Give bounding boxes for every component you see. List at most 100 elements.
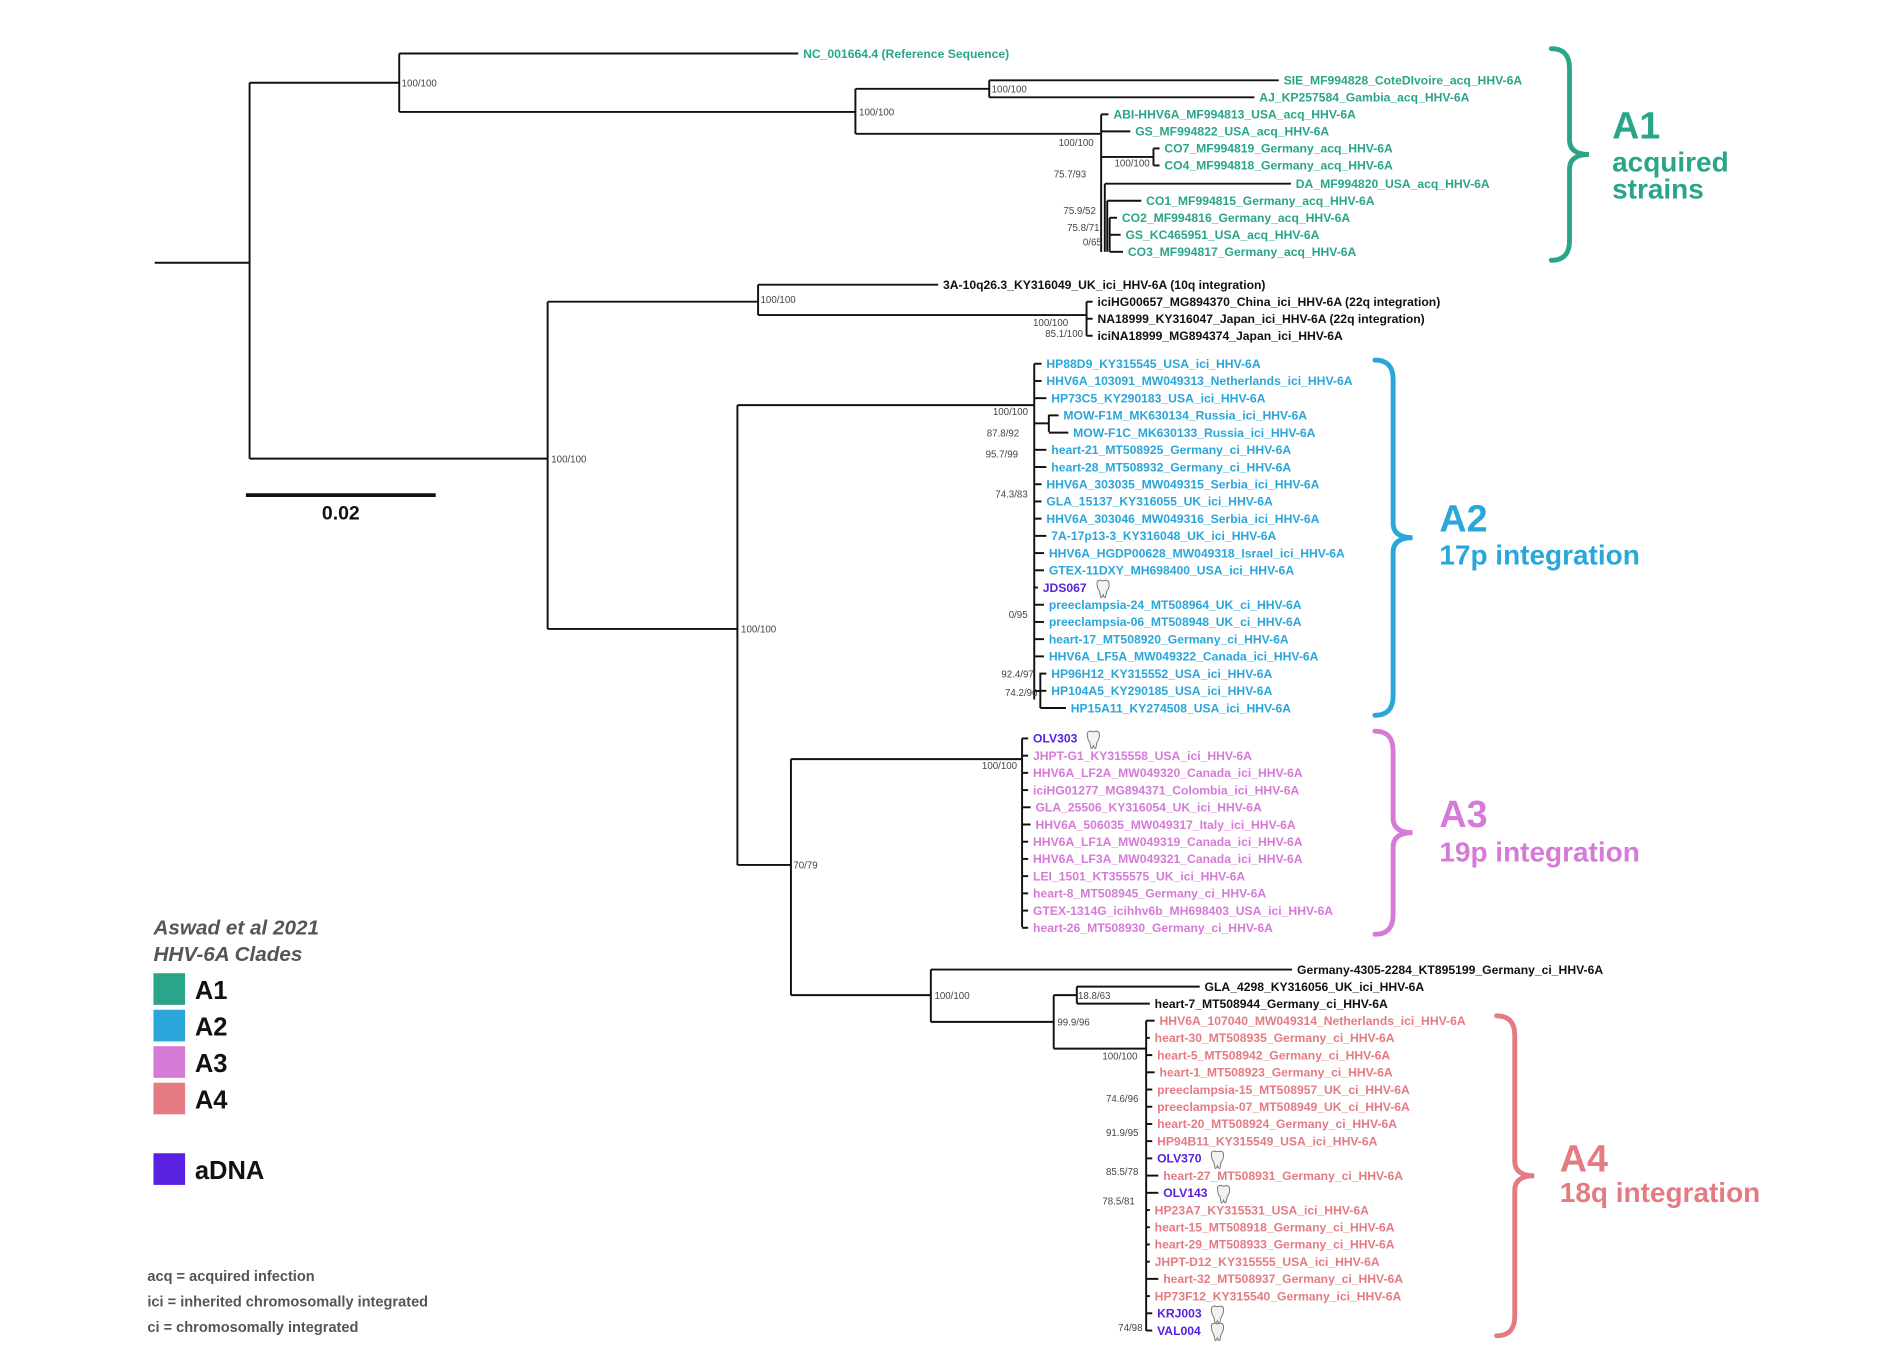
support-value: 100/100 [761, 295, 797, 306]
clade-brace [1372, 357, 1413, 718]
leaf-label: HHV6A_LF2A_MW049320_Canada_ici_HHV-6A [1033, 766, 1303, 780]
support-value: 100/100 [993, 407, 1029, 418]
leaf-label: HHV6A_303035_MW049315_Serbia_ici_HHV-6A [1046, 477, 1319, 491]
scale-bar-label: 0.02 [322, 502, 360, 524]
leaf-label: GS_KC465951_USA_acq_HHV-6A [1125, 228, 1319, 242]
legend-label: A1 [195, 977, 228, 1005]
leaf-label: heart-28_MT508932_Germany_ci_HHV-6A [1051, 460, 1291, 474]
leaf-label: ABI-HHV6A_MF994813_USA_acq_HHV-6A [1113, 108, 1356, 122]
support-value: 0/65 [1083, 238, 1102, 249]
support-value: 74/98 [1118, 1323, 1142, 1334]
leaf-label: preeclampsia-06_MT508948_UK_ci_HHV-6A [1049, 615, 1302, 629]
leaf-label: GTEX-1314G_icihhv6b_MH698403_USA_ici_HHV… [1033, 904, 1333, 918]
leaf-label: HP73F12_KY315540_Germany_ici_HHV-6A [1155, 1289, 1402, 1303]
leaf-label: HP96H12_KY315552_USA_ici_HHV-6A [1051, 667, 1272, 681]
clade-description: strains [1612, 173, 1704, 204]
support-value: 75.7/93 [1054, 170, 1086, 181]
support-value: 99.9/96 [1057, 1018, 1089, 1029]
support-value: 100/100 [1033, 318, 1069, 329]
clade-description: 17p integration [1439, 539, 1639, 570]
clade-description: acquired [1612, 147, 1729, 178]
leaf-label: NA18999_KY316047_Japan_ici_HHV-6A (22q i… [1097, 312, 1424, 326]
adna-leaf-label: VAL004 [1157, 1324, 1201, 1338]
support-value: 92.4/97 [1001, 670, 1033, 681]
leaf-label: heart-5_MT508942_Germany_ci_HHV-6A [1157, 1048, 1390, 1062]
leaf-label: CO7_MF994819_Germany_acq_HHV-6A [1164, 142, 1393, 156]
leaf-label: HP88D9_KY315545_USA_ici_HHV-6A [1046, 357, 1260, 371]
support-value: 100/100 [402, 78, 438, 89]
leaf-label: HP15A11_KY274508_USA_ici_HHV-6A [1071, 701, 1292, 715]
support-value: 100/100 [741, 625, 777, 636]
legend-note: acq = acquired infection [147, 1269, 314, 1285]
support-value: 18.8/63 [1078, 991, 1110, 1002]
leaf-label: heart-30_MT508935_Germany_ci_HHV-6A [1155, 1031, 1395, 1045]
adna-leaf-label: KRJ003 [1157, 1307, 1202, 1321]
legend-title: Aswad et al 2021 [152, 916, 318, 939]
support-value: 100/100 [1115, 159, 1151, 170]
leaf-label: JHPT-G1_KY315558_USA_ici_HHV-6A [1033, 749, 1252, 763]
leaf-label: GLA_4298_KY316056_UK_ici_HHV-6A [1205, 980, 1425, 994]
adna-leaf-label: JDS067 [1043, 581, 1087, 595]
leaf-label: NC_001664.4 (Reference Sequence) [803, 47, 1009, 61]
leaf-label: HP73C5_KY290183_USA_ici_HHV-6A [1051, 391, 1265, 405]
support-value: 0/95 [1009, 610, 1028, 621]
leaf-label: heart-21_MT508925_Germany_ci_HHV-6A [1051, 443, 1291, 457]
legend-swatch [153, 1082, 186, 1115]
support-value: 78.5/81 [1102, 1196, 1134, 1207]
clade-name: A3 [1439, 793, 1487, 835]
leaf-label: HP94B11_KY315549_USA_ici_HHV-6A [1157, 1134, 1378, 1148]
leaf-label: 3A-10q26.3_KY316049_UK_ici_HHV-6A (10q i… [943, 278, 1266, 292]
clade-description: 19p integration [1439, 836, 1639, 867]
support-value: 75.8/71 [1067, 223, 1099, 234]
support-value: 100/100 [859, 108, 895, 119]
legend-note: ci = chromosomally integrated [147, 1320, 358, 1336]
leaf-label: HP104A5_KY290185_USA_ici_HHV-6A [1051, 684, 1272, 698]
support-value: 75.9/52 [1063, 206, 1095, 217]
leaf-label: heart-27_MT508931_Germany_ci_HHV-6A [1163, 1169, 1403, 1183]
leaf-label: DA_MF994820_USA_acq_HHV-6A [1296, 177, 1490, 191]
leaf-label: heart-1_MT508923_Germany_ci_HHV-6A [1160, 1066, 1393, 1080]
support-value: 85.5/78 [1106, 1167, 1138, 1178]
legend: Aswad et al 2021 HHV-6A Clades A1A2A3A4a… [147, 916, 428, 1336]
clade-brace [1548, 46, 1590, 263]
support-value: 100/100 [1059, 138, 1095, 149]
leaf-label: JHPT-D12_KY315555_USA_ici_HHV-6A [1155, 1255, 1380, 1269]
support-value: 100/100 [934, 991, 970, 1002]
clade-name: A2 [1439, 498, 1487, 540]
support-value: 100/100 [992, 84, 1028, 95]
leaf-label: SIE_MF994828_CoteDIvoire_acq_HHV-6A [1284, 74, 1523, 88]
leaf-label: preeclampsia-07_MT508949_UK_ci_HHV-6A [1157, 1100, 1410, 1114]
leaf-label: HHV6A_107040_MW049314_Netherlands_ici_HH… [1160, 1014, 1466, 1028]
leaf-label: iciHG00657_MG894370_China_ici_HHV-6A (22… [1097, 295, 1440, 309]
support-value: 70/79 [793, 861, 817, 872]
clade-brace [1494, 1013, 1535, 1339]
leaf-label: 7A-17p13-3_KY316048_UK_ici_HHV-6A [1051, 529, 1276, 543]
leaf-label: CO4_MF994818_Germany_acq_HHV-6A [1164, 159, 1393, 173]
adna-leaf-label: OLV143 [1163, 1186, 1208, 1200]
leaf-label: HHV6A_HGDP00628_MW049318_Israel_ici_HHV-… [1049, 546, 1345, 560]
leaf-label: HP23A7_KY315531_USA_ici_HHV-6A [1155, 1203, 1369, 1217]
tooth-icon [1210, 1305, 1225, 1324]
leaf-label: CO1_MF994815_Germany_acq_HHV-6A [1146, 194, 1375, 208]
leaf-label: heart-15_MT508918_Germany_ci_HHV-6A [1155, 1220, 1395, 1234]
leaf-label: heart-20_MT508924_Germany_ci_HHV-6A [1157, 1117, 1397, 1131]
support-value: 100/100 [551, 454, 587, 465]
leaf-label: preeclampsia-24_MT508964_UK_ci_HHV-6A [1049, 598, 1302, 612]
leaf-label: heart-7_MT508944_Germany_ci_HHV-6A [1155, 997, 1388, 1011]
legend-label: aDNA [195, 1157, 265, 1185]
support-value: 87.8/92 [987, 429, 1019, 440]
legend-swatch [153, 1046, 186, 1078]
leaf-label: preeclampsia-15_MT508957_UK_ci_HHV-6A [1157, 1083, 1410, 1097]
leaf-label: HHV6A_LF1A_MW049319_Canada_ici_HHV-6A [1033, 835, 1303, 849]
tooth-icon [1210, 1150, 1225, 1169]
tooth-icon [1096, 579, 1110, 599]
support-value: 95.7/99 [986, 449, 1018, 460]
clade-brace [1372, 728, 1413, 937]
leaf-label: iciNA18999_MG894374_Japan_ici_HHV-6A [1097, 329, 1343, 343]
legend-swatch [153, 1009, 186, 1042]
leaf-label: heart-17_MT508920_Germany_ci_HHV-6A [1049, 632, 1289, 646]
tooth-icon [1216, 1185, 1231, 1204]
leaf-label: MOW-F1C_MK630133_Russia_ici_HHV-6A [1073, 426, 1316, 440]
leaf-label: heart-32_MT508937_Germany_ci_HHV-6A [1163, 1272, 1403, 1286]
